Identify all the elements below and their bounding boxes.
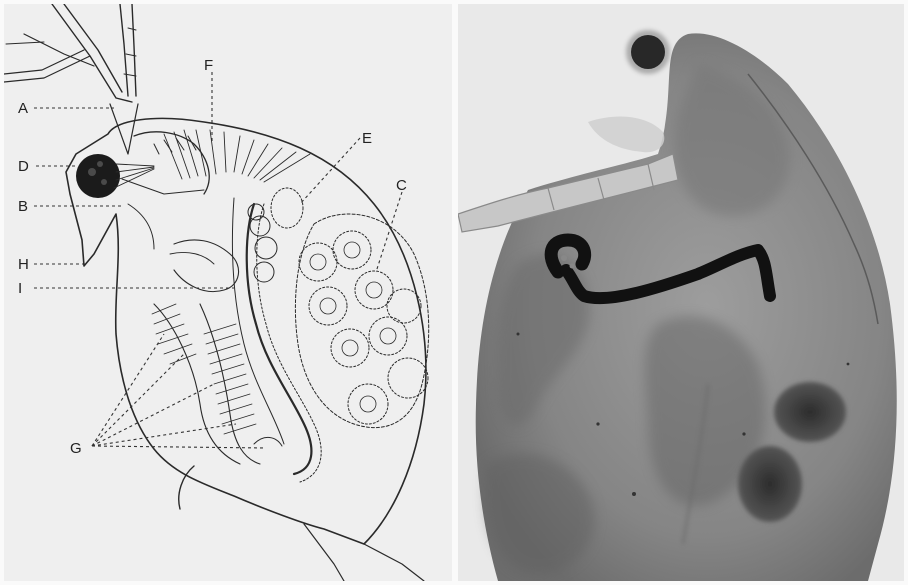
label-b: B [18,198,28,215]
daphnia-drawing: A B C D E F G H I [4,4,452,581]
label-c: C [396,177,407,194]
daphnia-micrograph [458,4,904,581]
specimen-eye [626,30,670,74]
label-g: G [70,440,82,457]
label-f: F [204,57,213,74]
label-i: I [18,280,22,297]
label-h: H [18,256,29,273]
line-drawing-panel: A B C D E F G H I [4,4,452,581]
label-a: A [18,100,28,117]
micrograph-panel [458,4,904,581]
label-d: D [18,158,29,175]
label-e: E [362,130,372,147]
